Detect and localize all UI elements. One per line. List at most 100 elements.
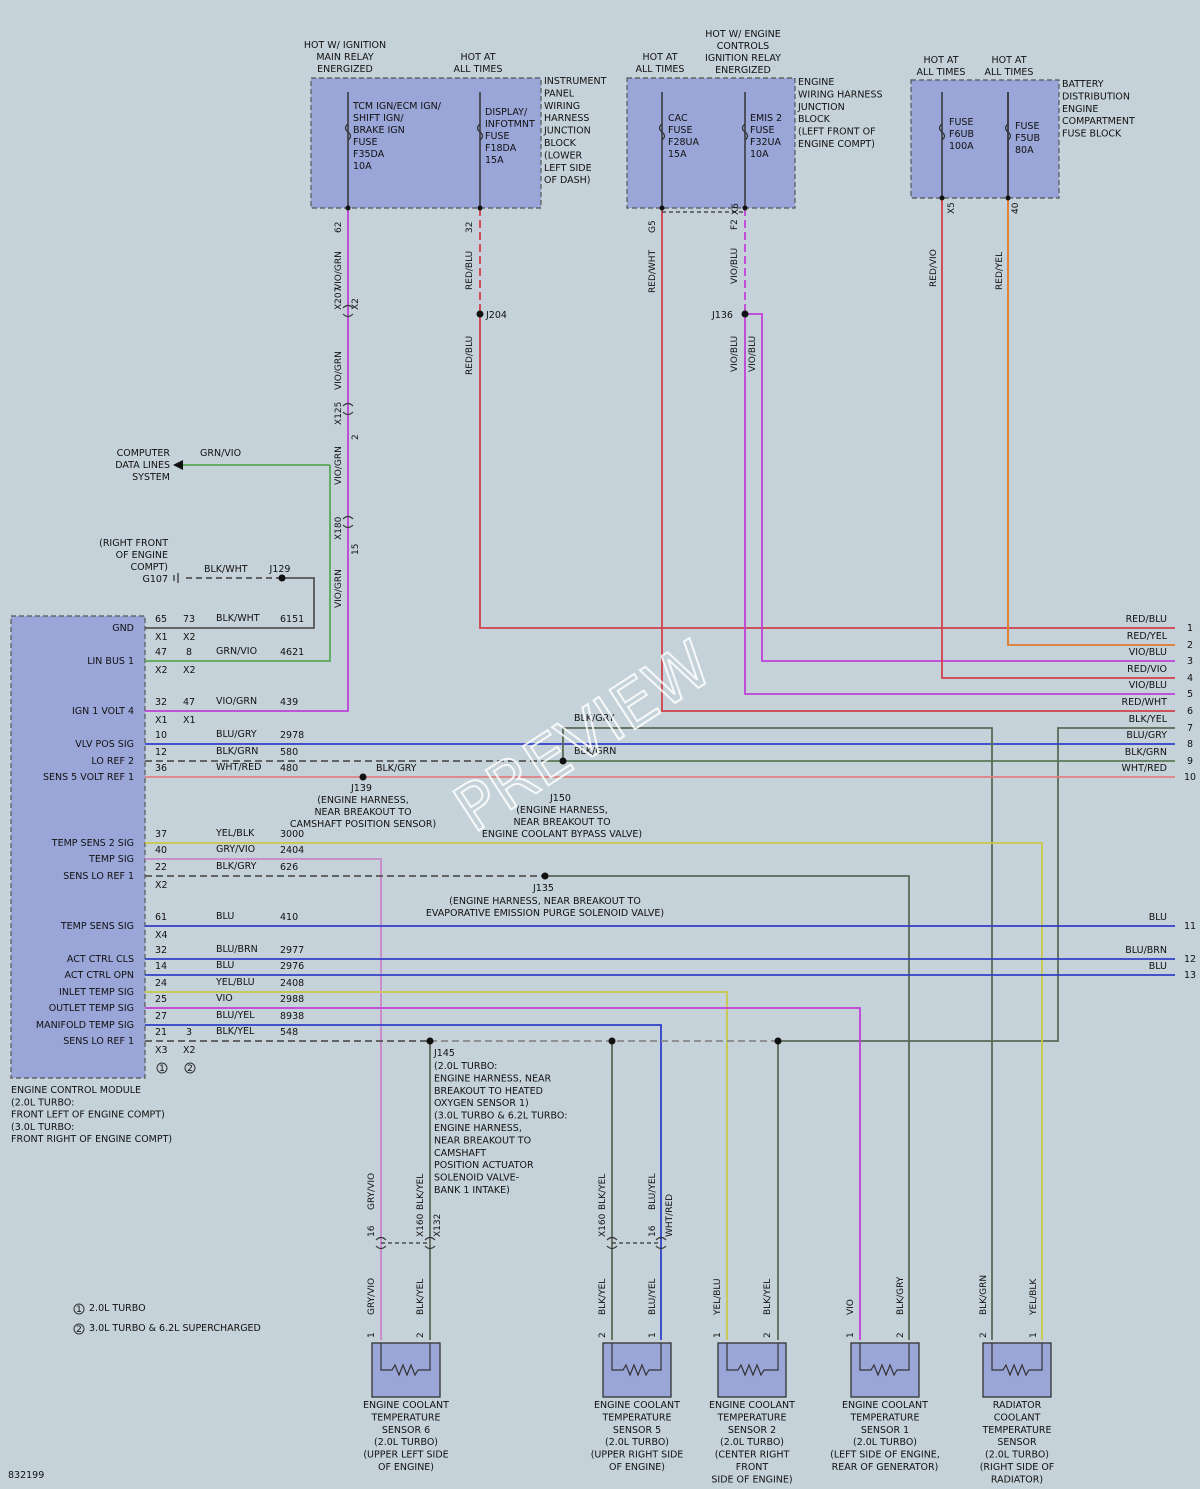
sensor-label: TEMPERATURE <box>601 1412 671 1423</box>
ecm-pin-number: 61 <box>155 912 167 923</box>
right-wire-number: 7 <box>1187 723 1193 734</box>
sensor-label: (2.0L TURBO) <box>374 1437 438 1448</box>
ecm-pin-label: LO REF 2 <box>91 756 134 767</box>
rotated-wire-label: X125 <box>334 402 344 425</box>
ecm-pin-number: 65 <box>155 614 167 625</box>
rotated-wire-label: BLK/YEL <box>763 1279 773 1315</box>
ground-g107-note: COMPT) <box>130 562 168 573</box>
connector-label: X1 <box>183 715 196 726</box>
wire-color-label: WHT/RED <box>216 762 261 773</box>
sensor-label: OF ENGINE) <box>378 1462 434 1473</box>
circuit-number: 626 <box>280 862 298 873</box>
rotated-wire-label: BLU/YEL <box>648 1173 658 1210</box>
ign-relay-label: HOT W/ IGNITION <box>304 40 386 51</box>
ecm-pin-label: VLV POS SIG <box>75 739 134 750</box>
circuit-number: 2408 <box>280 978 304 989</box>
wire-color-label: GRY/VIO <box>216 844 255 855</box>
rotated-wire-label: VIO/GRN <box>334 569 344 608</box>
ecm-label: ENGINE CONTROL MODULE <box>11 1085 141 1096</box>
sensor-label: ENGINE COOLANT <box>842 1400 928 1411</box>
fuse-f5ub-label: 80A <box>1015 145 1034 156</box>
rotated-wire-label: G5 <box>648 220 658 233</box>
sensor-label: TEMPERATURE <box>981 1425 1051 1436</box>
rotated-wire-label: 32 <box>465 222 475 233</box>
ecm-pin-number: 32 <box>155 697 167 708</box>
right-wire-label: BLU/BRN <box>1125 945 1167 956</box>
fuse-f6ub-label: F6UB <box>949 129 974 140</box>
right-wire-number: 11 <box>1184 921 1196 932</box>
ecm-pin-label: SENS LO REF 1 <box>63 871 134 882</box>
ecm-label: (3.0L TURBO: <box>11 1122 74 1133</box>
fuse-f18da-label: DISPLAY/ <box>485 107 528 118</box>
bdb-label: ENGINE <box>1062 104 1098 115</box>
ecm-pin-number: 40 <box>155 845 167 856</box>
sensor-label: (RIGHT SIDE OF <box>980 1462 1055 1473</box>
rotated-wire-label: 1 <box>648 1332 658 1338</box>
ign-relay-label: MAIN RELAY <box>316 52 373 63</box>
ipjb-label: LEFT SIDE <box>544 163 592 174</box>
hot-all-times-label: ALL TIMES <box>636 64 685 75</box>
sensor-label: (UPPER LEFT SIDE <box>363 1450 448 1461</box>
ground-g107-note: OF ENGINE <box>116 550 168 561</box>
splice-j135: J135 <box>532 883 554 894</box>
fuse-f35da-label: BRAKE IGN <box>353 125 405 136</box>
right-wire-label: RED/YEL <box>1127 631 1168 642</box>
wire-color-label: BLK/WHT <box>216 613 260 624</box>
connector-label: X2 <box>183 632 196 643</box>
sensor-label: SENSOR 1 <box>861 1425 909 1436</box>
ecm-pin-number: 10 <box>155 730 167 741</box>
ecm-pin-number: 32 <box>155 945 167 956</box>
splice-j145: J145 <box>433 1048 455 1059</box>
computer-data-lines-label: DATA LINES <box>115 460 170 471</box>
sensor-label: (2.0L TURBO) <box>605 1437 669 1448</box>
right-wire-number: 2 <box>1187 640 1193 651</box>
sensor-label: ENGINE COOLANT <box>594 1400 680 1411</box>
rotated-wire-label: BLU/YEL <box>648 1278 658 1315</box>
legend-item: 2.0L TURBO <box>89 1303 146 1314</box>
sensor-label: SENSOR 2 <box>728 1425 776 1436</box>
ecm-pin-number: 36 <box>155 763 167 774</box>
sensor-label: (2.0L TURBO) <box>853 1437 917 1448</box>
fuse-f28ua-label: F28UA <box>668 137 700 148</box>
splice-j145-note: ENGINE HARNESS, NEAR <box>434 1073 551 1084</box>
ewjb-block <box>626 77 796 209</box>
rotated-wire-label: F2 <box>730 219 740 230</box>
rotated-wire-label: 2 <box>351 434 361 440</box>
rotated-wire-label: 16 <box>367 1225 377 1237</box>
rotated-wire-label: RED/BLU <box>465 336 475 375</box>
svg-text:1: 1 <box>159 1064 165 1074</box>
wire-color-label: YEL/BLK <box>215 828 255 839</box>
splice-j145-note: NEAR BREAKOUT TO <box>434 1135 531 1146</box>
connector-label: X4 <box>155 930 168 941</box>
sensor-label: SENSOR <box>997 1437 1037 1448</box>
rotated-wire-label: BLK/YEL <box>598 1279 608 1315</box>
wire-color-label: BLK/GRY <box>376 763 417 774</box>
circuit-number: 580 <box>280 747 298 758</box>
svg-text:2: 2 <box>76 1325 82 1335</box>
sensor-label: (CENTER RIGHT <box>715 1450 790 1461</box>
wire-color-label: BLU <box>216 960 234 971</box>
ewjb-label: WIRING HARNESS <box>798 89 883 100</box>
fuse-f35da-label: FUSE <box>353 137 377 148</box>
sensor-label: TEMPERATURE <box>849 1412 919 1423</box>
splice-j139-note: CAMSHAFT POSITION SENSOR) <box>290 819 436 830</box>
ecm-block <box>10 615 146 1079</box>
hot-all-times-label: HOT AT <box>923 55 958 66</box>
rotated-wire-label: BLK/YEL <box>598 1174 608 1210</box>
ecm-pin-number: 12 <box>155 747 167 758</box>
right-wire-label: BLK/YEL <box>1129 714 1168 725</box>
splice-j145-note: CAMSHAFT <box>434 1148 486 1159</box>
right-wire-number: 9 <box>1187 756 1193 767</box>
eng-relay-label: ENERGIZED <box>715 65 771 76</box>
ewjb-label: BLOCK <box>798 114 831 125</box>
rotated-wire-label: 2 <box>416 1332 426 1338</box>
connector-label: X3 <box>155 1045 168 1056</box>
sensor-label: ENGINE COOLANT <box>363 1400 449 1411</box>
sensor-label: TEMPERATURE <box>370 1412 440 1423</box>
sensor-label: (2.0L TURBO) <box>720 1437 784 1448</box>
ecm-label: (2.0L TURBO: <box>11 1097 74 1108</box>
right-wire-label: WHT/RED <box>1122 763 1167 774</box>
fuse-f35da-label: 10A <box>353 161 372 172</box>
